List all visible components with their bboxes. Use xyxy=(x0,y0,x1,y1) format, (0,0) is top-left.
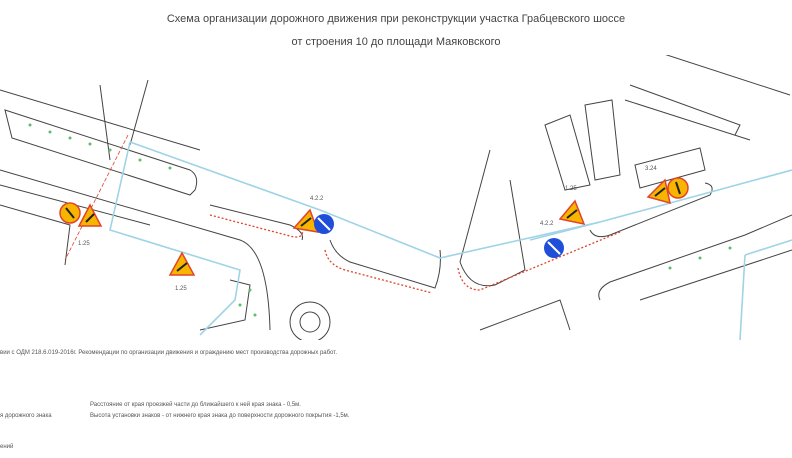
traffic-scheme-map: 1.25 4.2.2 1.25 4.2.2 1.25 3.24 xyxy=(0,55,792,340)
reference-note: вии с ОДМ 218.6.019-2016г. Рекомендации … xyxy=(0,350,338,356)
keep-right-sign-icon xyxy=(544,238,564,258)
sign-label: 4.2.2 xyxy=(540,221,554,227)
sign-label: 1.25 xyxy=(78,241,90,247)
legend-sign-label: я дорожного знака xyxy=(0,413,52,419)
narrowing-road-sign-icon xyxy=(667,177,689,199)
sign-label: 3.24 xyxy=(645,166,657,172)
road-works-sign-icon xyxy=(292,208,320,233)
keep-right-sign-icon xyxy=(314,214,334,234)
utility-lines xyxy=(109,141,792,340)
signs xyxy=(59,177,689,276)
sign-labels: 1.25 4.2.2 1.25 4.2.2 1.25 3.24 xyxy=(78,166,657,292)
road-works-sign-icon xyxy=(646,178,671,205)
work-zone-fence xyxy=(64,134,621,294)
road-works-sign-icon xyxy=(168,251,196,276)
scheme-title: Схема организации дорожного движения при… xyxy=(166,13,626,25)
narrowing-road-sign-icon xyxy=(59,202,81,224)
height-note: Высота установки знаков - от нижнего кра… xyxy=(90,413,350,419)
road-works-sign-icon xyxy=(77,203,103,227)
distance-note: Расстояние от края проезжей части до бли… xyxy=(90,402,301,408)
tree-markers xyxy=(28,123,732,317)
sign-label: 4.2.2 xyxy=(310,196,324,202)
road-lines xyxy=(0,55,792,340)
sign-label: 1.25 xyxy=(565,186,577,192)
scheme-subtitle: от строения 10 до площади Маяковского xyxy=(291,36,501,48)
sign-label: 1.25 xyxy=(175,286,187,292)
road-works-sign-icon xyxy=(558,199,586,226)
legend-fence-label: ений xyxy=(0,444,14,450)
